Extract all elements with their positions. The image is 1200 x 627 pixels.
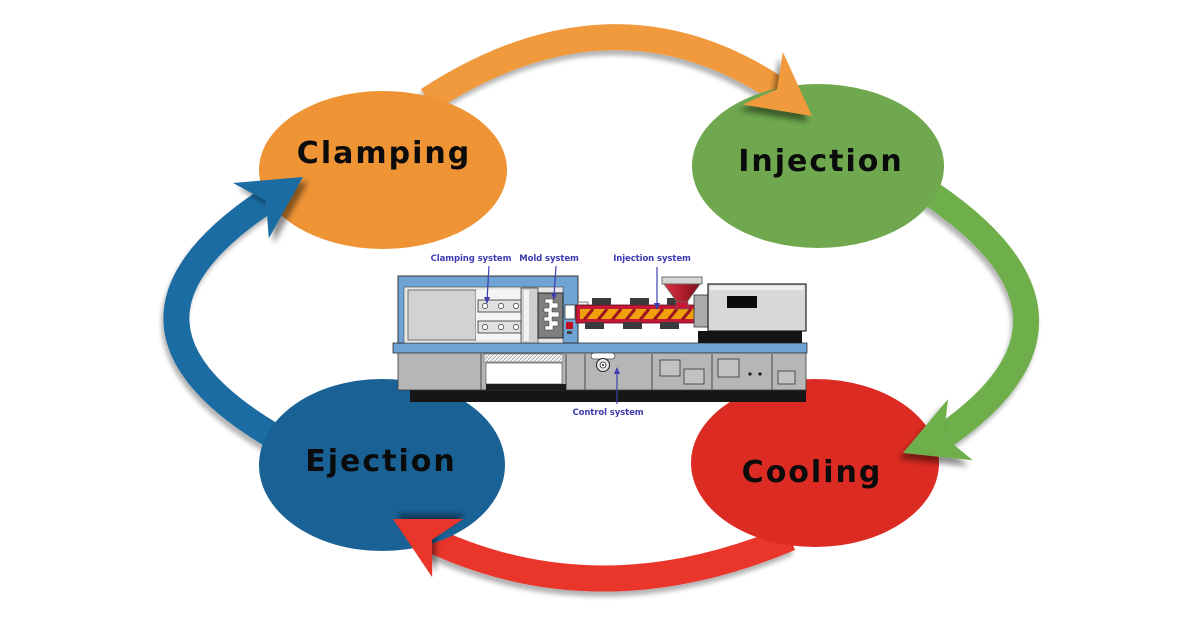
fixed-platen <box>407 289 477 341</box>
moving-platen <box>520 287 539 344</box>
cabinet-dividers <box>480 354 773 390</box>
machine-bottom-bar <box>410 390 806 402</box>
cycle-arrow-heads <box>233 52 973 578</box>
control-system-label: Control system <box>572 408 643 418</box>
stage-ejection-ellipse <box>259 379 505 551</box>
arrow-head-clamping-to-injection <box>742 52 812 116</box>
hopper <box>661 276 703 310</box>
machine-base <box>392 342 808 402</box>
arrow-band-clamping-to-injection <box>420 24 785 111</box>
clamping-leader-line <box>486 265 490 301</box>
machine-bed-stripe <box>392 342 808 354</box>
mold-leader-arrowhead <box>551 293 557 300</box>
mold-control-panel <box>564 304 576 334</box>
cabinet-recess <box>485 362 563 385</box>
clamping-system-label: Clamping system <box>431 254 512 264</box>
injection-leader-arrowhead <box>654 303 660 310</box>
housing-display <box>727 296 757 308</box>
cycle-arrow-bands <box>163 24 1039 592</box>
arrow-head-cooling-to-ejection <box>393 519 464 578</box>
stage-injection-label: Injection <box>738 144 904 179</box>
injection-system-label: Injection system <box>613 254 691 264</box>
moving-platen-highlight <box>524 290 529 341</box>
arrow-head-ejection-to-clamping <box>233 177 303 239</box>
stage-cooling-label: Cooling <box>742 455 883 490</box>
machine-callouts: Clamping system Mold system Injection sy… <box>431 254 691 418</box>
injection-unit <box>575 276 807 343</box>
arrow-band-injection-to-cooling <box>922 182 1039 447</box>
control-gauge <box>596 358 610 372</box>
cabinet-dot <box>758 372 762 376</box>
screw <box>580 309 698 319</box>
arrow-head-injection-to-cooling <box>903 399 973 461</box>
stage-clamping-label: Clamping <box>297 136 471 171</box>
mold-system-label: Mold system <box>519 254 579 264</box>
housing-base <box>698 331 802 343</box>
drive-housing-highlight <box>710 286 804 290</box>
clamping-leader-arrowhead <box>484 297 490 304</box>
cabinet-buttons <box>659 358 796 385</box>
stage-ejection-label: Ejection <box>305 444 457 479</box>
arrow-band-ejection-to-clamping <box>163 190 287 452</box>
control-leader-arrowhead <box>614 367 620 374</box>
stage-injection-ellipse <box>692 84 944 248</box>
clamping-unit <box>397 275 579 344</box>
stage-cooling-ellipse <box>691 379 939 547</box>
screw-flights <box>582 308 693 321</box>
barrel-mount <box>693 294 709 328</box>
mold-cavity <box>543 298 560 331</box>
cabinet-vent-hatch <box>484 354 563 362</box>
mold-leader-line <box>553 265 557 297</box>
cabinet-dot <box>748 372 752 376</box>
stage-ellipses: Clamping Injection Ejection Cooling <box>259 84 944 551</box>
stage-clamping-ellipse <box>259 91 507 249</box>
cabinet-recess-shadow <box>486 384 566 390</box>
arrow-band-cooling-to-ejection <box>426 526 796 592</box>
machine-illustration: Clamping system Mold system Injection sy… <box>392 254 808 418</box>
